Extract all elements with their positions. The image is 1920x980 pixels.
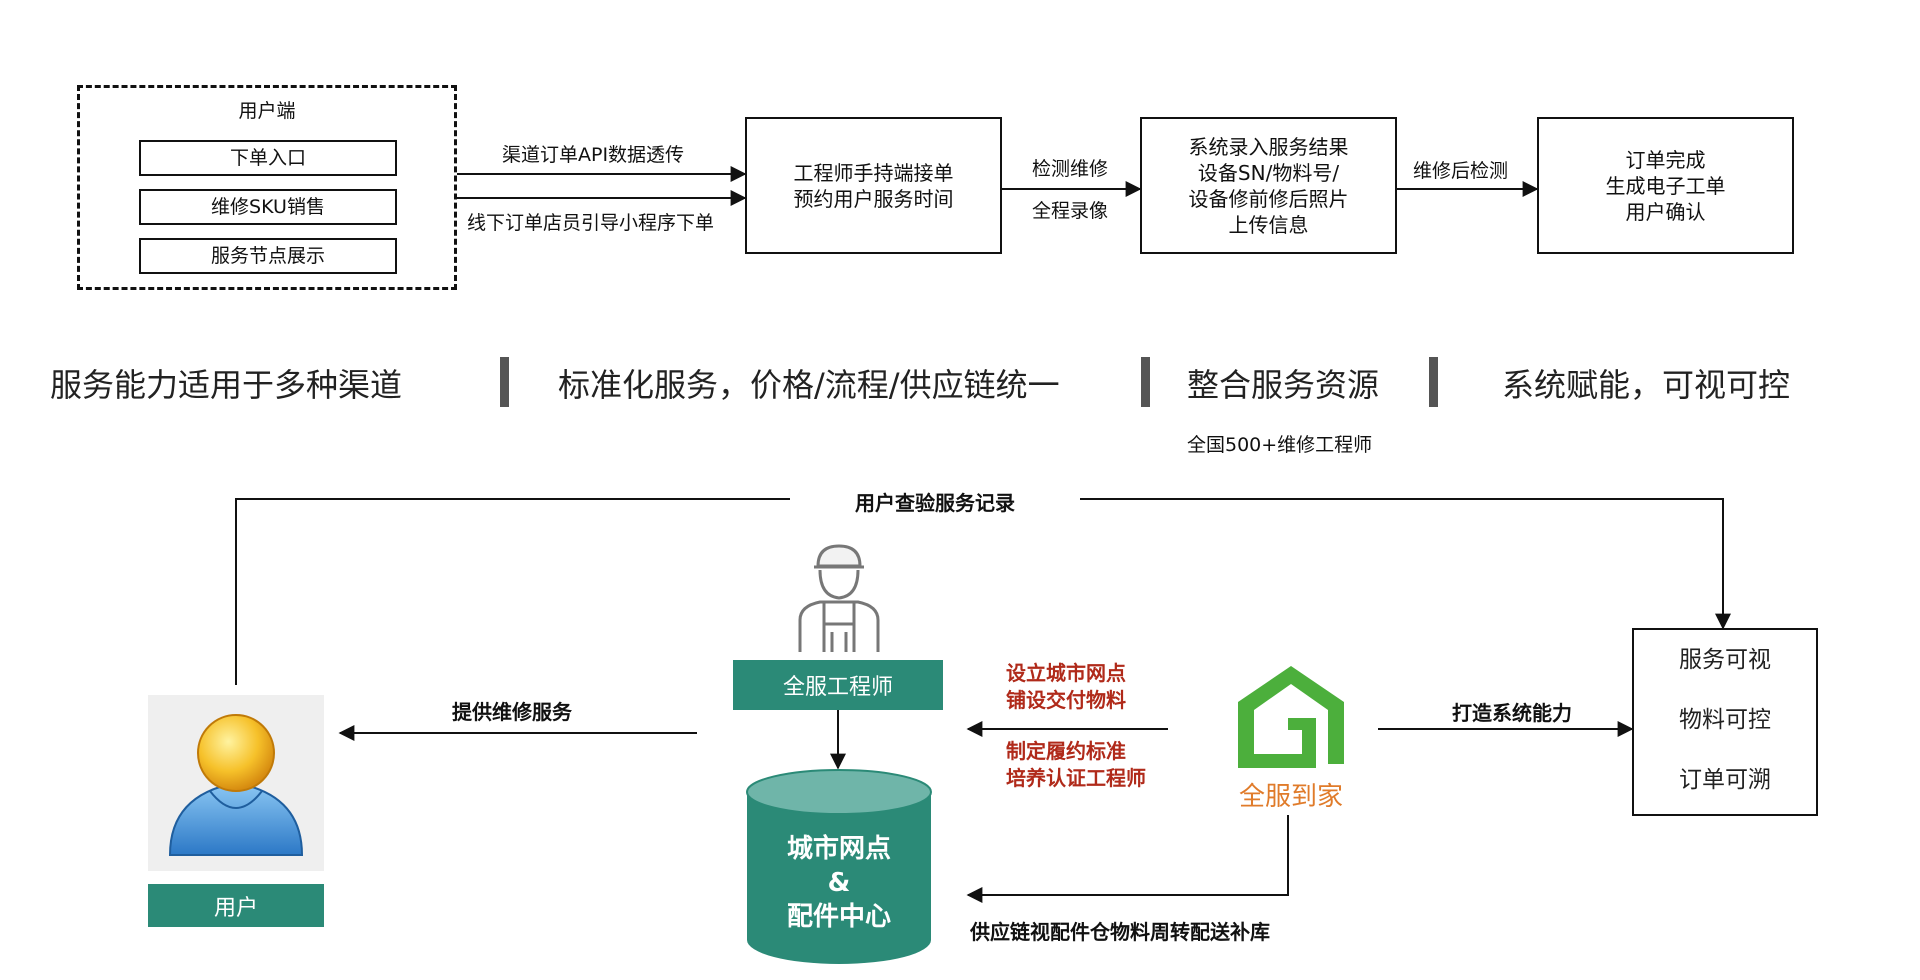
user-end-title: 用户端 [238, 100, 296, 122]
user-end-item-order-entry: 下单入口 [139, 140, 397, 176]
cylinder-line-3: 配件中心 [786, 902, 891, 932]
headline-system: 系统赋能，可视可控 [1502, 366, 1791, 404]
headline-resources: 整合服务资源 [1187, 366, 1380, 404]
red-label-standards: 制定履约标准 培养认证工程师 [1006, 738, 1146, 792]
channel-offline-label: 线下订单店员引导小程序下单 [467, 212, 715, 234]
user-avatar-icon [148, 695, 324, 871]
system-record-line-4: 上传信息 [1228, 212, 1309, 237]
user-label: 用户 [148, 884, 324, 927]
supply-chain-label: 供应链视配件仓物料周转配送补库 [970, 920, 1270, 944]
cylinder-line-2: & [827, 868, 851, 898]
system-record-line-3: 设备修前修后照片 [1188, 186, 1349, 211]
feature-order-traceable: 订单可溯 [1679, 767, 1771, 793]
inspect-repair-label: 检测维修 [1032, 158, 1109, 180]
features-box: 服务可视 物料可控 订单可溯 [1632, 628, 1818, 816]
headline-standardization: 标准化服务，价格/流程/供应链统一 [558, 366, 1060, 404]
order-complete-line-2: 生成电子工单 [1605, 173, 1726, 198]
order-complete-box: 订单完成 生成电子工单 用户确认 [1537, 117, 1794, 254]
channel-api-label: 渠道订单API数据透传 [502, 144, 685, 166]
user-end-item-node-display: 服务节点展示 [139, 238, 397, 274]
headline-separator-1 [500, 357, 509, 407]
headline-separator-3 [1429, 357, 1438, 407]
city-parts-center-cylinder: 城市网点 & 配件中心 [745, 768, 933, 968]
engineer-label: 全服工程师 [733, 660, 943, 710]
engineer-accept-line-2: 预约用户服务时间 [793, 186, 954, 211]
user-end-item-sku-sales: 维修SKU销售 [139, 189, 397, 225]
system-record-line-2: 设备SN/物料号/ [1197, 160, 1340, 185]
red-label-standards-line-2: 培养认证工程师 [1006, 766, 1146, 790]
arrow-supply-chain [966, 815, 1289, 903]
order-complete-line-1: 订单完成 [1625, 147, 1706, 172]
feature-material-controlled: 物料可控 [1679, 707, 1771, 733]
system-record-box: 系统录入服务结果 设备SN/物料号/ 设备修前修后照片 上传信息 [1140, 117, 1397, 254]
system-record-line-1: 系统录入服务结果 [1188, 134, 1349, 159]
user-end-group [77, 85, 457, 290]
order-complete-line-3: 用户确认 [1625, 199, 1706, 224]
red-label-city-network-line-2: 铺设交付物料 [1006, 688, 1126, 712]
arrow-user-check-left [235, 498, 790, 685]
red-label-city-network-line-1: 设立城市网点 [1006, 661, 1126, 685]
headline-channels: 服务能力适用于多种渠道 [50, 366, 403, 404]
engineer-accept-box: 工程师手持端接单 预约用户服务时间 [745, 117, 1002, 254]
arrow-user-check-right [1080, 498, 1731, 630]
user-check-record-label: 用户查验服务记录 [855, 491, 1015, 515]
cylinder-line-1: 城市网点 [786, 834, 891, 864]
post-repair-check-label: 维修后检测 [1413, 160, 1509, 182]
engineer-icon [790, 540, 888, 652]
red-label-city-network: 设立城市网点 铺设交付物料 [1006, 660, 1126, 714]
full-record-label: 全程录像 [1032, 200, 1109, 222]
house-logo-icon [1232, 660, 1350, 768]
red-label-standards-line-1: 制定履约标准 [1006, 739, 1126, 763]
headline-sub-engineers: 全国500+维修工程师 [1187, 434, 1373, 456]
feature-service-visible: 服务可视 [1679, 647, 1771, 673]
engineer-accept-line-1: 工程师手持端接单 [793, 160, 954, 185]
system-capability-label: 打造系统能力 [1452, 701, 1572, 725]
brand-name: 全服到家 [1238, 782, 1343, 812]
provide-service-label: 提供维修服务 [452, 700, 572, 724]
headline-separator-2 [1141, 357, 1150, 407]
